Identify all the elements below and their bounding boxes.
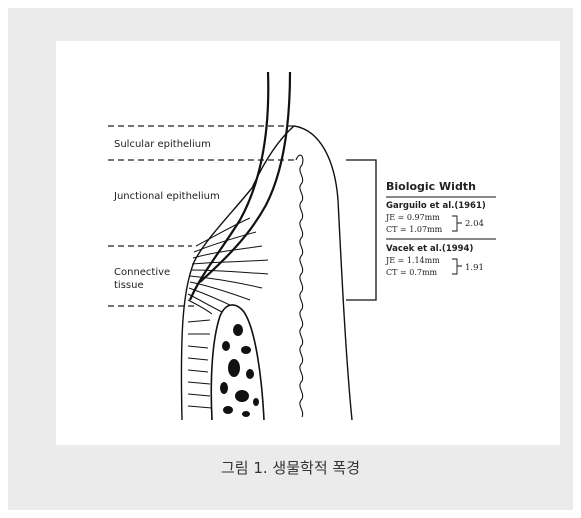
biologic-width-bracket [346,160,376,300]
connective-tissue-label-line2: tissue [114,280,144,291]
study2-brace [452,259,462,274]
sulcular-epithelium-label: Sulcular epithelium [114,139,211,150]
study1-brace [452,216,462,231]
study2-total: 1.91 [465,263,484,273]
study1-ct: CT = 1.07mm [386,225,443,234]
rete-ridges [296,155,303,417]
study2-ct: CT = 0.7mm [386,268,438,277]
junctional-epithelium-label: Junctional epithelium [113,191,220,202]
tooth-outline [190,72,290,300]
biologic-width-title: Biologic Width [386,180,476,193]
study1-je: JE = 0.97mm [385,213,440,222]
study2-reference: Vacek et al.(1994) [386,244,473,254]
gingiva-outline [181,126,352,420]
study1-reference: Garguilo et al.(1961) [386,201,486,211]
study1-total: 2.04 [465,219,484,229]
figure-caption: 그림 1. 생물학적 폭경 [0,457,581,478]
study2-je: JE = 1.14mm [385,256,440,265]
tooth-outer-line [190,72,268,300]
connective-tissue-label-line1: Connective [114,267,170,278]
tooth-inner-line [200,72,290,282]
